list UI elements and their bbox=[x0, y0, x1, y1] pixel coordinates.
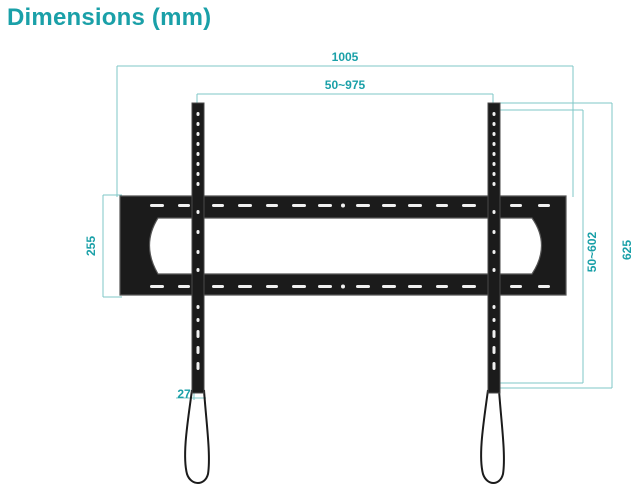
frame-slots-top bbox=[150, 203, 550, 208]
frame-height-label: 255 bbox=[84, 236, 98, 256]
overall-width-label: 1005 bbox=[332, 50, 359, 64]
right-mounting-arm bbox=[480, 102, 505, 484]
right-arm-bar bbox=[487, 102, 501, 394]
arm-width-label: 27 bbox=[177, 387, 191, 401]
frame-slots-bottom bbox=[150, 284, 550, 289]
vesa-horizontal-label: 50~975 bbox=[325, 78, 366, 92]
left-arm-bar bbox=[191, 102, 205, 394]
left-mounting-arm bbox=[184, 102, 210, 484]
page-title: Dimensions (mm) bbox=[7, 4, 212, 31]
right-arm-holes bbox=[492, 112, 496, 370]
overall-height-label: 625 bbox=[620, 240, 634, 260]
horizontal-frame bbox=[119, 195, 567, 296]
dimension-lines bbox=[102, 65, 613, 400]
right-safety-cord bbox=[480, 389, 505, 484]
left-safety-cord bbox=[184, 389, 210, 484]
vesa-vertical-label: 50~602 bbox=[585, 231, 599, 272]
left-arm-holes bbox=[196, 112, 200, 370]
